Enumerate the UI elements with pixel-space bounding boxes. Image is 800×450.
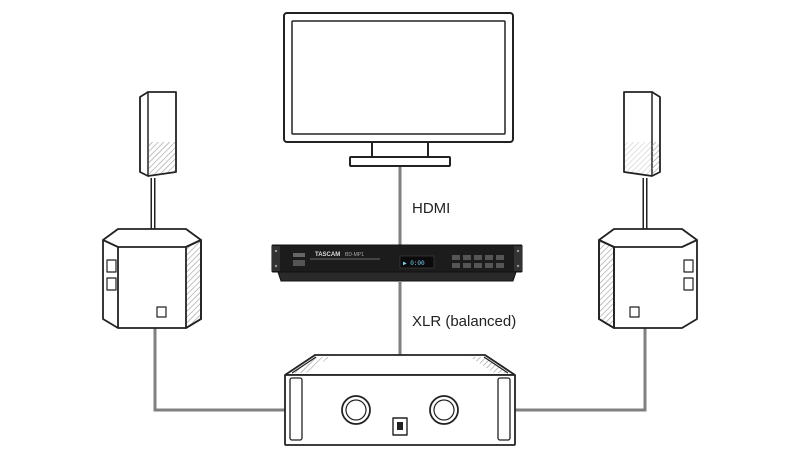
player-display-text: ▶ 0:00 [403, 260, 425, 267]
right-satellite-speaker [623, 91, 661, 245]
left-satellite-speaker [139, 91, 177, 245]
cables [153, 166, 647, 412]
blu-ray-player-icon: ▶ 0:00 TASCAM BD-MP1 [271, 244, 523, 282]
player-brand-text: TASCAM [315, 252, 340, 258]
xlr-label: XLR (balanced) [412, 313, 517, 330]
monitor-icon [283, 12, 514, 167]
player-model-text: BD-MP1 [345, 252, 364, 258]
left-speaker-cable [153, 327, 285, 412]
left-subwoofer [102, 228, 202, 329]
right-speaker-cable [515, 327, 647, 412]
power-amplifier-icon [284, 354, 516, 446]
hdmi-label: HDMI [412, 200, 451, 217]
right-subwoofer [598, 228, 698, 329]
